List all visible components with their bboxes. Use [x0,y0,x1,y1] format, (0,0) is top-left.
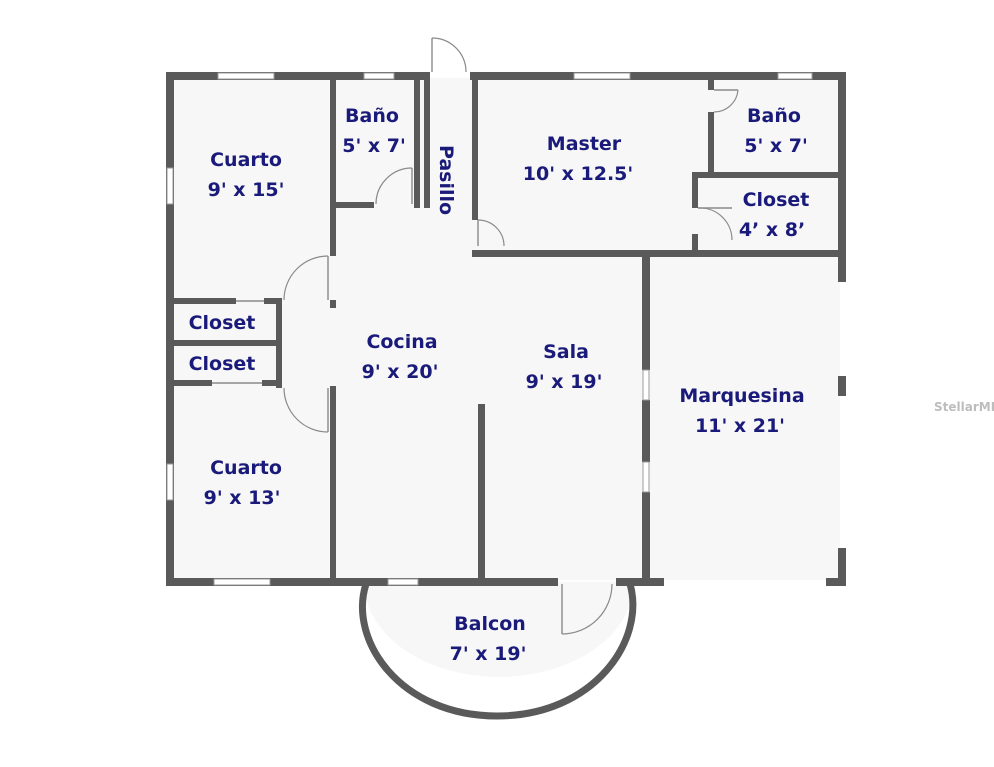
balcon-arc-wall [358,582,637,720]
room-master-size: 10' x 12.5' [523,163,633,185]
room-cuarto-bottom-name: Cuarto [210,457,282,479]
room-labels: Cuarto 9' x 15' Baño 5' x 7' Pasillo Mas… [189,105,810,665]
windows [166,72,813,586]
room-sala-size: 9' x 19' [526,371,603,393]
room-pasillo-name: Pasillo [435,145,457,215]
walls [166,72,846,586]
room-closet-1-name: Closet [189,312,256,334]
watermark-text: StellarMLS [934,400,994,414]
floor-areas [172,78,840,677]
room-cocina-size: 9' x 20' [362,361,439,383]
room-balcon-name: Balcon [454,613,526,635]
room-bano-left-size: 5' x 7' [342,135,406,157]
room-bano-left-name: Baño [345,105,399,127]
room-cocina-name: Cocina [366,331,437,353]
room-cuarto-top-size: 9' x 15' [208,179,285,201]
room-closet-right-size: 4’ x 8’ [739,219,805,241]
room-sala-name: Sala [543,341,589,363]
room-closet-right-name: Closet [743,189,810,211]
room-cuarto-top-name: Cuarto [210,149,282,171]
room-marquesina-size: 11' x 21' [695,415,785,437]
room-closet-2-name: Closet [189,353,256,375]
room-cuarto-bottom-size: 9' x 13' [204,487,281,509]
room-bano-right-size: 5' x 7' [744,135,808,157]
room-bano-right-name: Baño [747,105,801,127]
room-balcon-size: 7' x 19' [450,643,527,665]
room-marquesina-name: Marquesina [679,385,804,407]
room-master-name: Master [547,133,622,155]
doors [212,37,739,635]
